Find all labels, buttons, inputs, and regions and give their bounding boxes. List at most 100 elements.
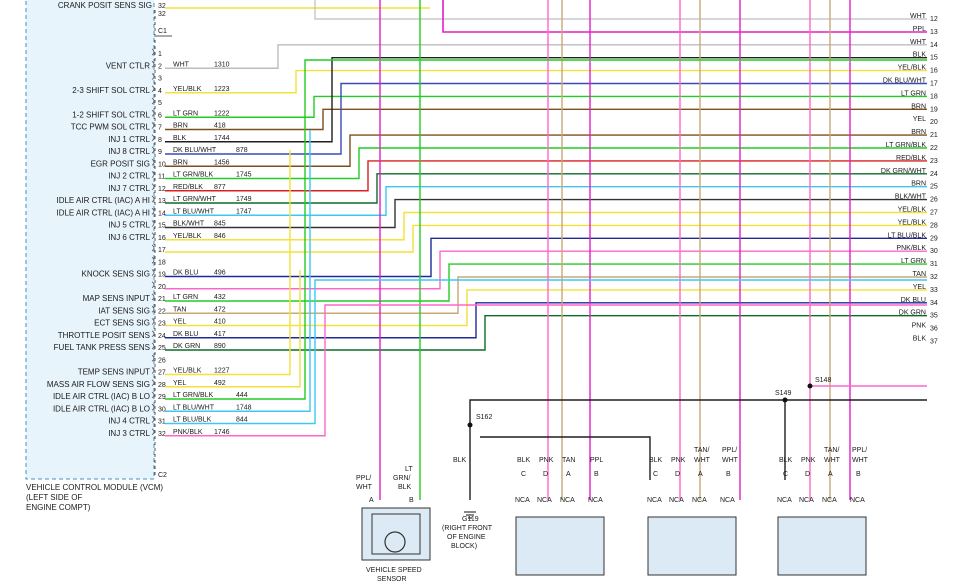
- pin-socket-24: [151, 330, 155, 338]
- pin-number-15: 15: [158, 223, 166, 230]
- pin-label-crank: CRANK POSIT SENS SIG: [58, 1, 152, 10]
- terminal-wire-26: BLK/WHT: [895, 194, 927, 201]
- splice-dot-s148: [807, 383, 813, 389]
- pin-circuit-16: 846: [214, 233, 226, 240]
- pin-wire-21: LT GRN: [173, 294, 198, 301]
- pin-label-13: IDLE AIR CTRL (IAC) A HI: [56, 196, 150, 205]
- pin-wire-11: LT GRN/BLK: [173, 172, 214, 179]
- pin-label-24: THROTTLE POSIT SENS: [58, 331, 150, 340]
- component-2-pin-2: A: [828, 471, 833, 478]
- pin-number-10: 10: [158, 161, 166, 168]
- wire-12-23: [165, 160, 927, 192]
- wire-blk-2: [480, 436, 651, 480]
- pin-circuit-22: 472: [214, 306, 226, 313]
- component-2-pin-1: D: [805, 471, 810, 478]
- terminal-wire-13: PPL: [913, 26, 926, 33]
- terminal-number-22: 22: [930, 145, 938, 152]
- wire-21-31: [165, 263, 927, 302]
- terminal-number-31: 31: [930, 261, 938, 268]
- pin-circuit-28: 492: [214, 380, 226, 387]
- terminal-wire-12: WHT: [910, 13, 927, 20]
- wire-14-25: [165, 186, 927, 216]
- component-1-wire-1-0: PNK: [671, 457, 686, 464]
- pin-number-26: 26: [158, 357, 166, 364]
- pin-label-23: ECT SENS SIG: [94, 319, 150, 328]
- pin-socket-25: [151, 342, 155, 350]
- component-2-pin-3: B: [856, 471, 861, 478]
- pin-socket-21: [151, 293, 155, 301]
- pin-socket-22: [151, 305, 155, 313]
- terminal-wire-37: BLK: [913, 336, 927, 343]
- component-box-0: [515, 516, 605, 576]
- terminal-wire-15: BLK: [913, 52, 927, 59]
- ground-symbol: [464, 511, 476, 519]
- vss-caption-1: VEHICLE SPEED: [366, 567, 422, 574]
- pin-number-31: 31: [158, 419, 166, 426]
- pin-circuit-15: 845: [214, 221, 226, 228]
- pin-label-25: FUEL TANK PRESS SENS: [54, 343, 150, 352]
- pin-circuit-14: 1747: [236, 208, 252, 215]
- component-1-nca-2: NCA: [692, 497, 707, 504]
- wire-30: [165, 130, 311, 412]
- pin-socket-10: [151, 158, 155, 166]
- component-2-nca-0: NCA: [777, 497, 792, 504]
- pin-circuit-24: 417: [214, 331, 226, 338]
- pin-number-17: 17: [158, 247, 166, 254]
- pin-socket-9: [151, 146, 155, 154]
- terminal-number-37: 37: [930, 339, 938, 346]
- component-0-nca-3: NCA: [588, 497, 603, 504]
- pin-label-32: INJ 3 CTRL: [108, 429, 150, 438]
- pin-number-12: 12: [158, 186, 166, 193]
- wire-11-22: [165, 147, 927, 180]
- component-0-pin-0: C: [521, 471, 526, 478]
- pin-socket-29: [151, 391, 155, 399]
- pin-socket-7: [151, 122, 155, 129]
- wire-19-29: [165, 237, 927, 278]
- pin-label-30: IDLE AIR CTRL (IAC) B LO: [53, 404, 150, 413]
- component-0-wire-0-0: BLK: [517, 457, 531, 464]
- terminal-wire-25: BRN: [911, 181, 926, 188]
- component-2-wire-1-0: PNK: [801, 457, 816, 464]
- terminal-wire-21: BRN: [911, 129, 926, 136]
- wire-12: [314, 0, 927, 20]
- pin-number-28: 28: [158, 382, 166, 389]
- component-0-pin-1: D: [543, 471, 548, 478]
- splice-s148: S148: [815, 377, 831, 384]
- pin-circuit-19: 496: [214, 270, 226, 277]
- terminal-wire-14: WHT: [910, 39, 927, 46]
- pin-wire-2: WHT: [173, 61, 190, 68]
- pin-wire-24: DK BLU: [173, 331, 198, 338]
- pin-socket-20: [151, 281, 155, 289]
- terminal-number-35: 35: [930, 313, 938, 320]
- pin-wire-15: BLK/WHT: [173, 221, 205, 228]
- pin-number-6: 6: [158, 112, 162, 119]
- component-0-pin-2: A: [566, 471, 571, 478]
- terminal-number-12: 12: [930, 16, 938, 23]
- pin-circuit-29: 444: [236, 392, 248, 399]
- connector-c2-label: C2: [158, 472, 167, 479]
- pin-wire-23: YEL: [173, 319, 186, 326]
- terminal-number-30: 30: [930, 248, 938, 255]
- pin-socket-31: [151, 416, 155, 423]
- component-2-wire-3-0: PPL/: [852, 447, 867, 454]
- pin-circuit-27: 1227: [214, 368, 230, 375]
- pin-circuit-9: 878: [236, 147, 248, 154]
- pin-number-22: 22: [158, 308, 166, 315]
- component-0-nca-2: NCA: [560, 497, 575, 504]
- pin-circuit-6: 1222: [214, 110, 230, 117]
- terminal-number-13: 13: [930, 29, 938, 36]
- component-1-pin-3: B: [726, 471, 731, 478]
- component-1-pin-1: D: [675, 471, 680, 478]
- terminal-wire-17: DK BLU/WHT: [883, 78, 927, 85]
- terminal-wire-34: DK BLU: [901, 297, 926, 304]
- pin-socket-16: [151, 232, 155, 240]
- terminal-number-16: 16: [930, 68, 938, 75]
- terminal-wire-18: LT GRN: [901, 90, 926, 97]
- wire-traces: [165, 0, 927, 519]
- terminal-number-14: 14: [930, 42, 938, 49]
- wire-6-18: [165, 95, 927, 118]
- pin-number-crank: 32: [158, 3, 166, 10]
- pin-number-19: 19: [158, 272, 166, 279]
- component-1-nca-1: NCA: [669, 497, 684, 504]
